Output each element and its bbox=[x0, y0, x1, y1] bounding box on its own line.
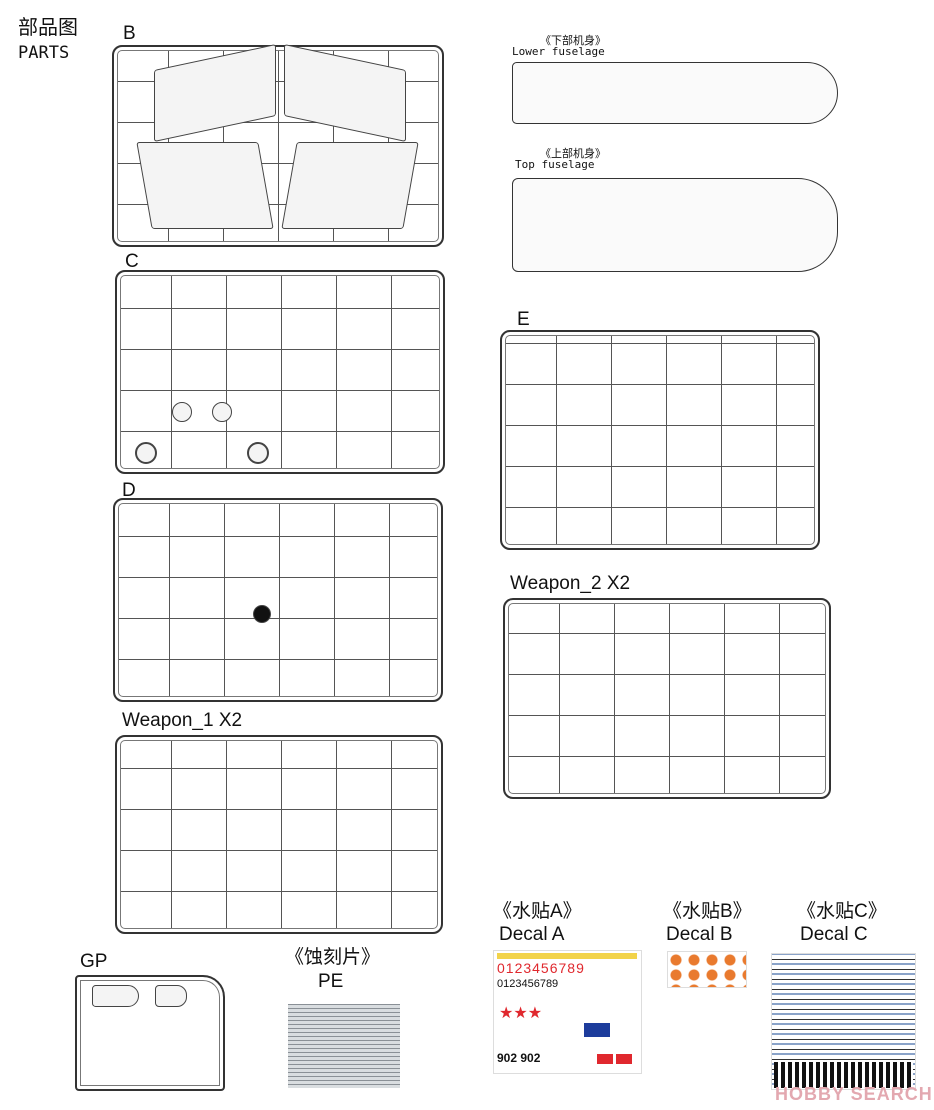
decal-a-numbers: 0123456789 bbox=[497, 960, 585, 976]
sprue-weapon-1 bbox=[115, 735, 443, 934]
sprue-b-label: B bbox=[123, 23, 136, 44]
weapon2-label: Weapon_2 X2 bbox=[510, 573, 631, 594]
decal-b-label-cn: 《水贴B》 bbox=[663, 901, 752, 922]
sprue-d-label: D bbox=[122, 480, 136, 501]
watermark: HOBBY SEARCH bbox=[775, 1084, 933, 1104]
decal-c-label-cn: 《水贴C》 bbox=[797, 901, 887, 922]
decal-a-numbers-black: 0123456789 bbox=[497, 978, 559, 990]
sprue-e-label: E bbox=[517, 309, 530, 330]
sprue-c bbox=[115, 270, 445, 474]
sprue-gp bbox=[75, 975, 225, 1091]
title-en: PARTS bbox=[18, 43, 70, 63]
pe-fret bbox=[288, 1004, 400, 1088]
pe-label-en: PE bbox=[318, 971, 344, 992]
decal-b-label-en: Decal B bbox=[666, 924, 733, 945]
weapon1-label: Weapon_1 X2 bbox=[122, 710, 243, 731]
sprue-e bbox=[500, 330, 820, 550]
decal-a-label-cn: 《水贴A》 bbox=[493, 901, 582, 922]
sprue-weapon-2 bbox=[503, 598, 831, 799]
sprue-c-label: C bbox=[125, 251, 139, 272]
decal-sheet-c bbox=[771, 953, 916, 1090]
sprue-b bbox=[112, 44, 444, 247]
pe-label-cn: 《蚀刻片》 bbox=[285, 947, 381, 968]
decal-a-label-en: Decal A bbox=[499, 924, 565, 945]
decal-sheet-a: 0123456789 0123456789 ★★★ 902 902 bbox=[493, 950, 642, 1074]
lower-fuselage-label-en: Lower fuselage bbox=[512, 45, 605, 58]
title-cn: 部品图 bbox=[18, 17, 78, 39]
decal-c-label-en: Decal C bbox=[800, 924, 868, 945]
lower-fuselage-label-cn: 《下部机身》 bbox=[540, 34, 606, 47]
top-fuselage-part bbox=[512, 178, 838, 272]
top-fuselage-label-cn: 《上部机身》 bbox=[540, 147, 606, 160]
gp-label: GP bbox=[80, 951, 108, 972]
sprue-d bbox=[113, 498, 443, 702]
top-fuselage-label-en: Top fuselage bbox=[515, 158, 595, 171]
decal-sheet-b bbox=[667, 951, 747, 988]
decal-a-code: 902 902 bbox=[497, 1051, 541, 1065]
lower-fuselage-part bbox=[512, 62, 838, 124]
